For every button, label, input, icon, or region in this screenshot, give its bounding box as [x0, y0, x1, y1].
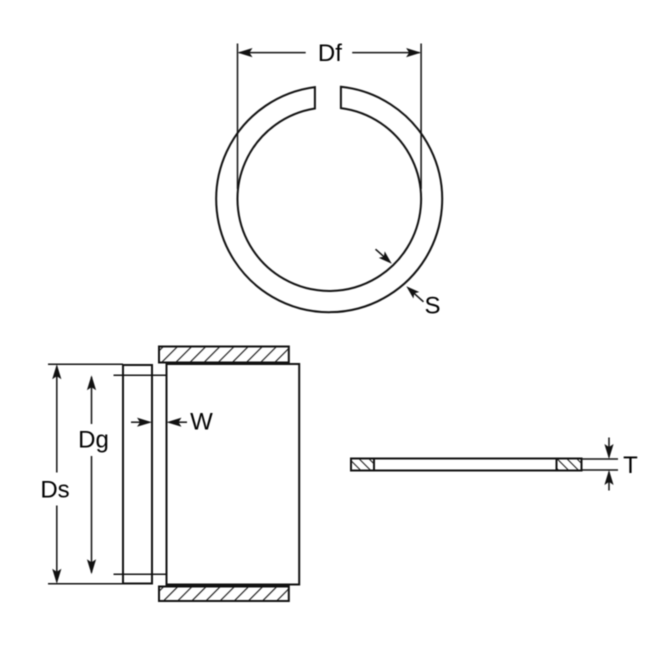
svg-text:W: W — [190, 409, 213, 436]
svg-text:T: T — [623, 452, 638, 479]
svg-text:Dg: Dg — [78, 427, 109, 454]
svg-text:Ds: Ds — [40, 477, 69, 504]
svg-text:S: S — [424, 292, 440, 319]
svg-text:Df: Df — [318, 40, 342, 67]
